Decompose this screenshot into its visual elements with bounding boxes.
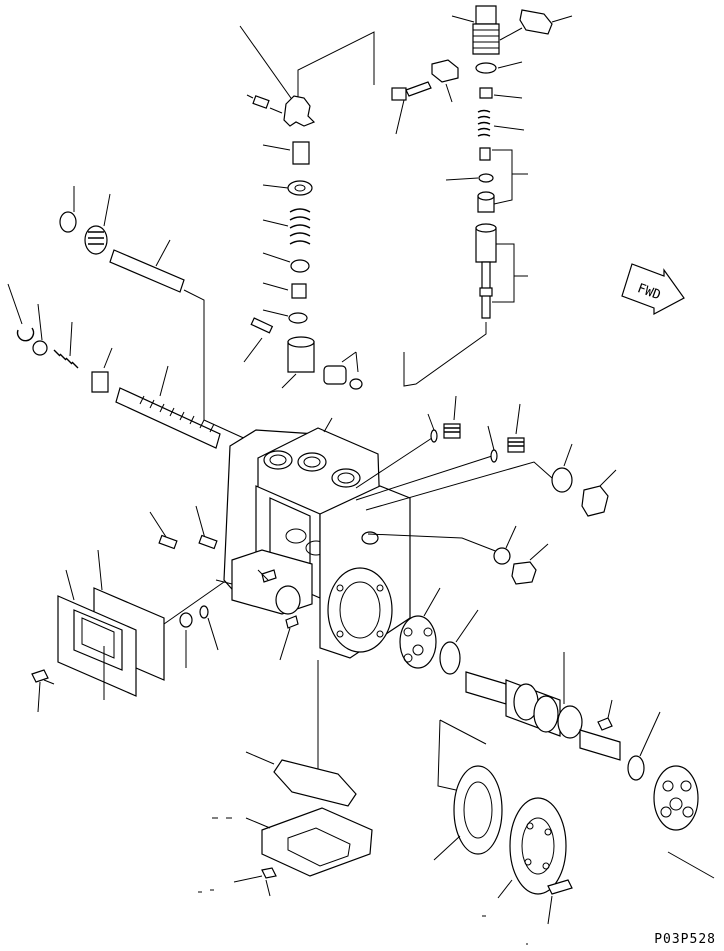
delivery-valve-stack bbox=[239, 25, 375, 390]
upper-right-assembly bbox=[391, 5, 573, 387]
camshaft-assembly bbox=[399, 587, 715, 879]
drawing-code: P03P528 bbox=[654, 932, 716, 947]
control-rack-assembly bbox=[7, 186, 249, 449]
pump-housing bbox=[223, 417, 411, 661]
inspection-cover bbox=[31, 505, 233, 713]
side-fittings bbox=[355, 395, 617, 585]
bottom-cover-parts bbox=[198, 660, 573, 945]
fwd-direction-marker: FWD bbox=[621, 263, 685, 315]
